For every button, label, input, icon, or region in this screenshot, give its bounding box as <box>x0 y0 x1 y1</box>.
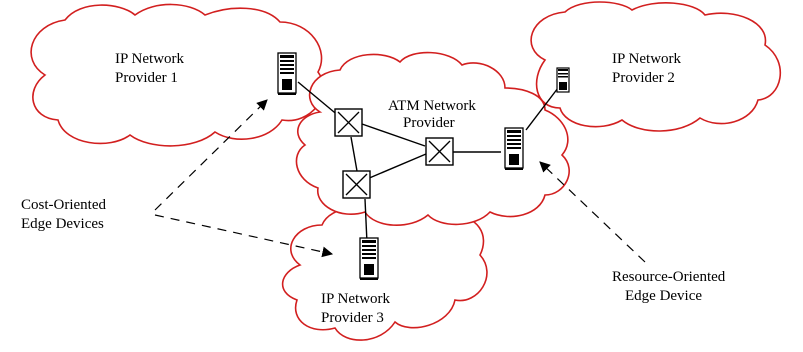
link-switch-1-switch-2 <box>361 123 426 147</box>
ip2-label-line1: IP Network <box>612 51 682 67</box>
link-resource-device-ip2 <box>525 87 559 131</box>
cost-oriented-label-line2: Edge Devices <box>21 216 104 232</box>
arrow-cost-to-provider-1 <box>154 99 268 211</box>
edge-router-provider-1 <box>277 52 297 96</box>
atm-label-line1: ATM Network <box>388 98 476 114</box>
arrow-cost-to-provider-3 <box>154 214 334 258</box>
cost-oriented-label-line1: Cost-Oriented <box>21 197 106 213</box>
ip2-label-line2: Provider 2 <box>612 70 675 86</box>
ip-network-cloud-2 <box>530 1 782 132</box>
arrow-resource-to-device <box>539 161 646 263</box>
link-switch-3-ip3-device <box>364 198 368 244</box>
link-switch-1-switch-3 <box>350 136 358 172</box>
atm-label-line2: Provider <box>403 115 455 131</box>
ip1-label-line1: IP Network <box>115 51 185 67</box>
edge-router-provider-3 <box>359 237 379 281</box>
resource-oriented-label-line2: Edge Device <box>625 288 702 304</box>
ip3-label-line2: Provider 3 <box>321 310 384 326</box>
atm-switch-3 <box>342 170 371 199</box>
ip-network-cloud-1 <box>30 3 325 147</box>
atm-switch-2 <box>425 137 454 166</box>
atm-switch-1 <box>334 108 363 137</box>
resource-oriented-edge-router <box>504 127 524 171</box>
link-switch-3-switch-2 <box>366 153 427 180</box>
resource-oriented-label-line1: Resource-Oriented <box>612 269 726 285</box>
ip3-label-line1: IP Network <box>321 291 391 307</box>
edge-router-provider-2 <box>556 67 570 93</box>
ip1-label-line2: Provider 1 <box>115 70 178 86</box>
